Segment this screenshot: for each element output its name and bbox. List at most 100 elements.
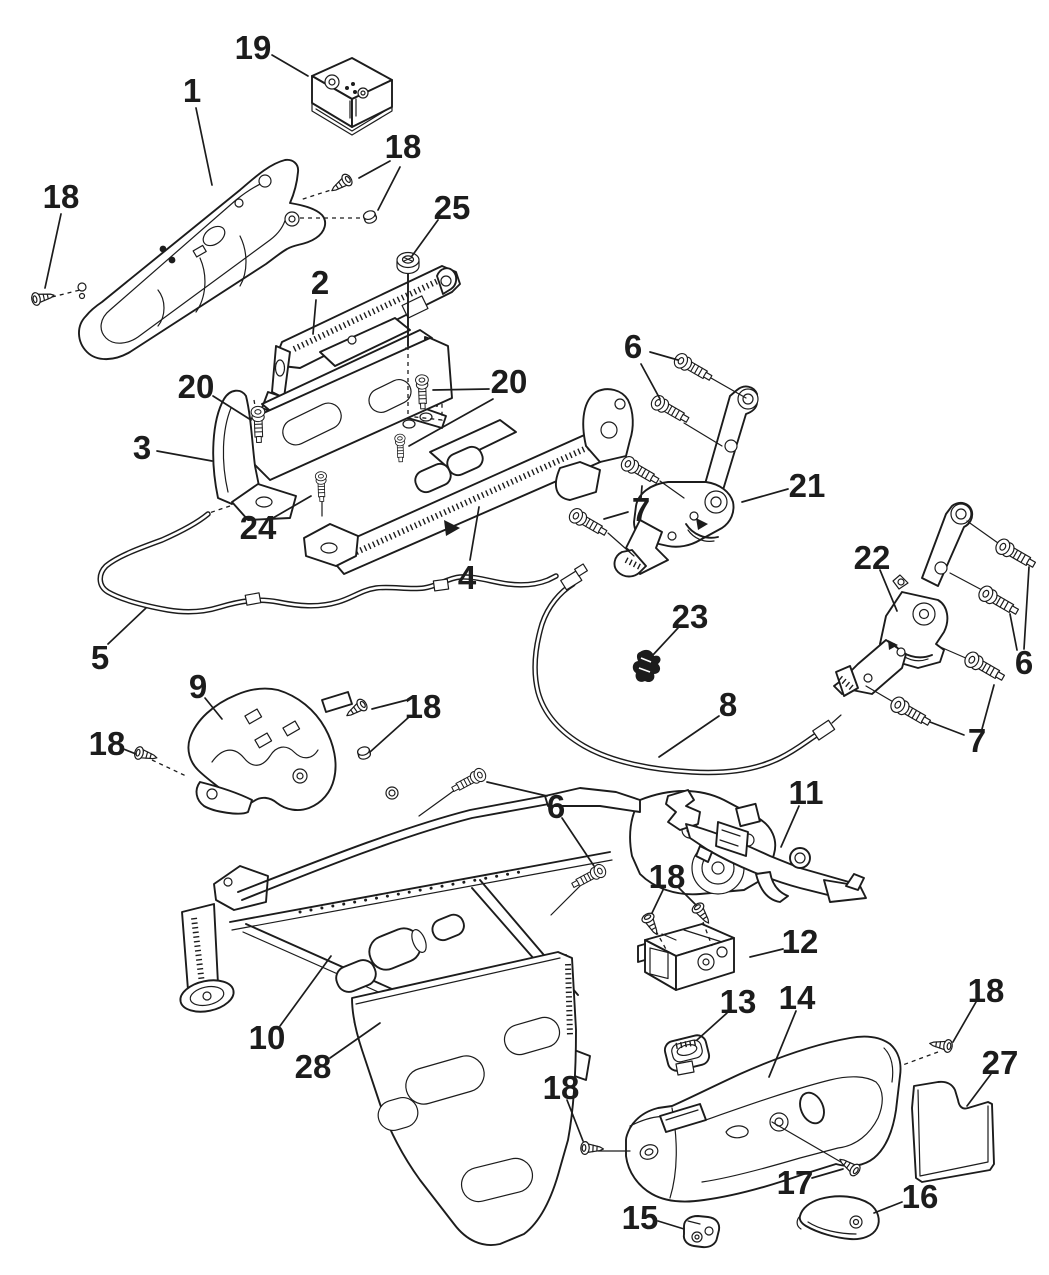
- callout-label-27: 27: [982, 1044, 1019, 1081]
- leader-line-6: [1009, 613, 1018, 651]
- part-cushion-side-shield: [625, 1035, 902, 1203]
- shoulder-bolt-icon: [975, 582, 1022, 620]
- leader-line-11: [780, 805, 800, 848]
- shoulder-bolt-icon: [648, 392, 692, 428]
- callout-label-19: 19: [235, 29, 272, 66]
- part-adjuster-pin: [402, 271, 416, 429]
- callout-label-11: 11: [789, 774, 824, 811]
- shoulder-bolt-icon: [314, 471, 328, 503]
- part-recliner-inner: [613, 385, 759, 578]
- leader-line-2: [312, 299, 317, 335]
- part-recliner-handle: [796, 1195, 880, 1241]
- callout-label-17: 17: [777, 1164, 814, 1201]
- leader-line-4: [469, 506, 480, 561]
- callout-label-4: 4: [458, 559, 477, 596]
- leader-line-21: [741, 488, 789, 503]
- callout-label-15: 15: [622, 1199, 659, 1236]
- callout-label-28: 28: [295, 1048, 332, 1085]
- leader-line-23: [651, 627, 679, 657]
- callout-label-25: 25: [434, 189, 471, 226]
- callout-label-18: 18: [43, 178, 80, 215]
- part-lower-seat-track: [303, 388, 634, 575]
- part-recliner-outer: [833, 501, 974, 697]
- leader-line-27: [966, 1073, 992, 1107]
- callout-label-7: 7: [968, 722, 986, 759]
- leader-line-6: [640, 363, 661, 400]
- part-adjuster-shield: [351, 951, 577, 1246]
- screw-icon: [928, 1036, 954, 1054]
- callout-label-18: 18: [968, 972, 1005, 1009]
- shoulder-bolt-icon: [394, 433, 407, 463]
- part-cable-clip: [632, 649, 661, 683]
- callout-label-20: 20: [178, 368, 215, 405]
- leader-line-20: [408, 398, 494, 447]
- part-support-bracket: [665, 789, 867, 903]
- part-adjuster-module: [637, 923, 735, 991]
- callout-label-18: 18: [405, 688, 442, 725]
- callout-label-7: 7: [632, 491, 650, 528]
- leader-line-3: [156, 450, 213, 462]
- part-front-shield: [187, 687, 353, 815]
- part-motor-cover: [311, 57, 393, 136]
- leader-line-15: [657, 1220, 685, 1230]
- part-outer-recliner-shield: [77, 158, 327, 361]
- leader-line-12: [749, 948, 784, 958]
- shoulder-bolt-icon: [961, 648, 1008, 686]
- leader-line-20: [432, 388, 490, 391]
- leader-line-19: [271, 54, 309, 77]
- leader-line-20: [212, 395, 252, 421]
- callout-label-18: 18: [385, 128, 422, 165]
- leader-line-18: [952, 1001, 977, 1043]
- part-adjuster-switch: [663, 1034, 711, 1076]
- leader-line-18: [120, 747, 137, 755]
- callout-label-16: 16: [902, 1178, 939, 1215]
- callout-label-6: 6: [547, 788, 565, 825]
- screw-icon: [579, 1140, 605, 1156]
- callout-label-1: 1: [183, 72, 201, 109]
- callout-label-12: 12: [782, 923, 819, 960]
- alignment-lines: [51, 187, 999, 1166]
- screw-icon: [327, 171, 355, 197]
- leader-line-18: [377, 166, 401, 211]
- leader-line-18: [369, 716, 410, 753]
- callout-label-18: 18: [89, 725, 126, 762]
- callout-label-14: 14: [779, 979, 816, 1016]
- screw-icon: [639, 910, 663, 938]
- callout-label-5: 5: [91, 639, 109, 676]
- screw-icon: [29, 288, 57, 307]
- leader-line-13: [696, 1012, 728, 1041]
- leader-line-7: [603, 511, 629, 520]
- nut-icon: [361, 208, 379, 226]
- callout-label-9: 9: [189, 668, 207, 705]
- seat-glyph-icon: [725, 1125, 749, 1139]
- part-upper-seat-track: [261, 265, 461, 429]
- shoulder-bolt-icon: [566, 505, 610, 541]
- leader-line-18: [678, 887, 697, 906]
- callout-label-18: 18: [649, 858, 686, 895]
- leader-line-18: [651, 889, 664, 914]
- callout-label-22: 22: [854, 539, 891, 576]
- callout-label-2: 2: [311, 264, 329, 301]
- shoulder-bolt-icon: [887, 693, 934, 731]
- leader-line-24: [272, 495, 312, 519]
- leader-line-14: [768, 1010, 797, 1078]
- leader-line-6: [486, 781, 548, 797]
- leader-line-5: [107, 607, 147, 645]
- leader-line-8: [658, 715, 720, 758]
- callout-label-6: 6: [624, 328, 642, 365]
- callout-label-23: 23: [672, 598, 709, 635]
- nut-icon: [356, 745, 372, 761]
- leader-line-18: [371, 699, 408, 710]
- callout-label-3: 3: [133, 429, 151, 466]
- leader-line-28: [329, 1022, 381, 1059]
- shoulder-bolt-icon: [992, 535, 1039, 573]
- leader-line-7: [981, 684, 995, 730]
- callout-label-6: 6: [1015, 644, 1033, 681]
- shoulder-bolt-icon: [449, 765, 489, 796]
- leader-line-9: [204, 697, 223, 720]
- callout-label-8: 8: [719, 686, 737, 723]
- leader-line-6: [649, 351, 679, 361]
